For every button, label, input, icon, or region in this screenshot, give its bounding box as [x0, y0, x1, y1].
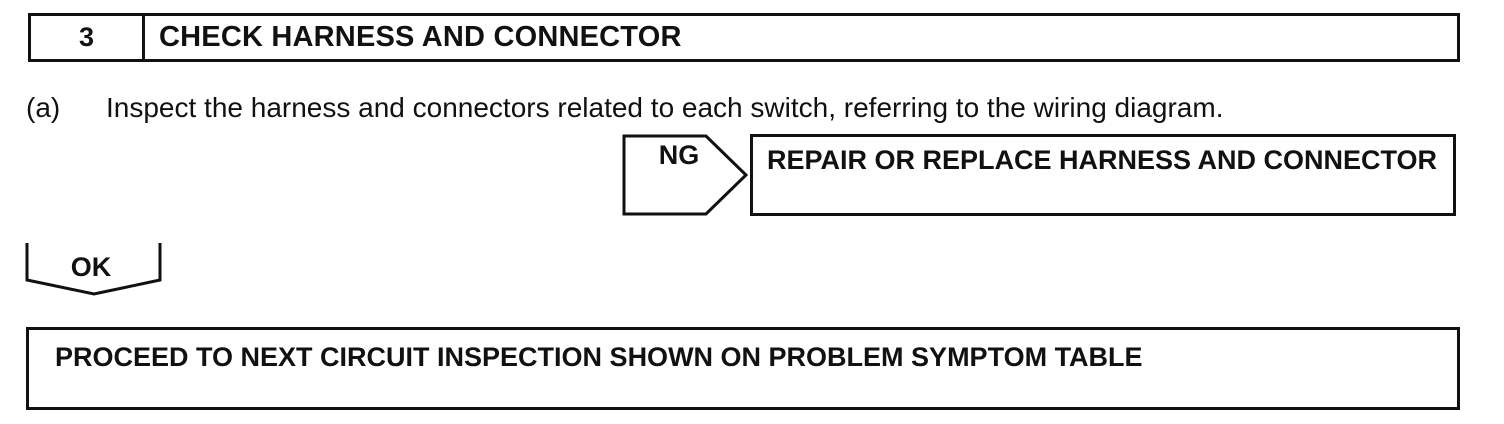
- step-number: 3: [31, 16, 145, 59]
- repair-action-box: REPAIR OR REPLACE HARNESS AND CONNECTOR: [750, 134, 1456, 216]
- instruction: (a) Inspect the harness and connectors re…: [26, 92, 1223, 124]
- instruction-label: (a): [26, 92, 61, 123]
- ok-arrow-shape: [25, 243, 162, 296]
- proceed-box: PROCEED TO NEXT CIRCUIT INSPECTION SHOWN…: [26, 327, 1460, 410]
- instruction-text: Inspect the harness and connectors relat…: [106, 92, 1224, 123]
- proceed-text: PROCEED TO NEXT CIRCUIT INSPECTION SHOWN…: [55, 342, 1143, 372]
- ng-label: NG: [658, 140, 700, 170]
- repair-action-text: REPAIR OR REPLACE HARNESS AND CONNECTOR: [767, 145, 1438, 175]
- ok-label: OK: [70, 252, 112, 282]
- ng-arrow-shape: [622, 134, 749, 216]
- step-title: CHECK HARNESS AND CONNECTOR: [159, 21, 682, 53]
- step-header: 3 CHECK HARNESS AND CONNECTOR: [28, 13, 1460, 62]
